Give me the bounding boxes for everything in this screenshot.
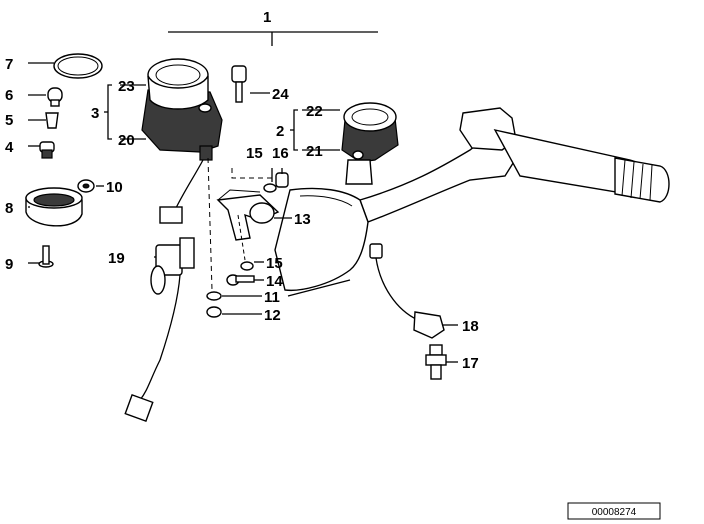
callout-12: 12 bbox=[264, 307, 281, 324]
callout-24: 24 bbox=[272, 86, 289, 103]
callout-15-bottom: 15 bbox=[266, 255, 283, 272]
callout-10: 10 bbox=[106, 179, 123, 196]
callout-9: 9 bbox=[5, 256, 13, 273]
sensor-lead-18 bbox=[369, 243, 445, 339]
callout-3: 3 bbox=[91, 105, 99, 122]
callout-18: 18 bbox=[462, 318, 479, 335]
bulb-holder-5 bbox=[45, 112, 59, 129]
nut-12 bbox=[206, 306, 222, 318]
callout-15-top: 15 bbox=[246, 145, 263, 162]
callout-20: 20 bbox=[118, 132, 135, 149]
handlebar bbox=[274, 107, 670, 292]
screw-9 bbox=[38, 245, 54, 268]
callout-5: 5 bbox=[5, 112, 13, 129]
clip-16 bbox=[275, 172, 289, 188]
callouts: 1 7 6 5 4 8 9 10 3 23 20 24 2 22 21 15 1… bbox=[5, 9, 479, 372]
screw-14 bbox=[226, 274, 255, 286]
housing-cup-8 bbox=[25, 187, 83, 227]
callout-7: 7 bbox=[5, 56, 13, 73]
callout-16: 16 bbox=[272, 145, 289, 162]
dashed-lines bbox=[207, 157, 276, 291]
nut-15-top bbox=[263, 183, 277, 193]
callout-19: 19 bbox=[108, 250, 125, 267]
reference-number-box: 00008274 bbox=[567, 502, 661, 520]
leader-lines bbox=[28, 31, 458, 363]
callout-13: 13 bbox=[294, 211, 311, 228]
callout-1: 1 bbox=[263, 9, 271, 26]
bulb-6 bbox=[47, 87, 63, 107]
callout-21: 21 bbox=[306, 143, 323, 160]
ring-7 bbox=[53, 53, 103, 79]
socket-4 bbox=[39, 141, 55, 159]
callout-22: 22 bbox=[306, 103, 323, 120]
callout-8: 8 bbox=[5, 200, 13, 217]
washer-11 bbox=[206, 291, 222, 301]
callout-14: 14 bbox=[266, 273, 283, 290]
callout-23: 23 bbox=[118, 78, 135, 95]
callout-4: 4 bbox=[5, 139, 14, 156]
callout-17: 17 bbox=[462, 355, 479, 372]
callout-2: 2 bbox=[276, 123, 284, 140]
harness-19 bbox=[124, 237, 195, 423]
callout-11: 11 bbox=[264, 289, 280, 306]
callout-6: 6 bbox=[5, 87, 13, 104]
bracket-13 bbox=[216, 189, 280, 241]
sensor-17 bbox=[425, 344, 447, 380]
nut-10 bbox=[77, 179, 95, 193]
left-instrument bbox=[141, 58, 223, 224]
reference-number: 00008274 bbox=[592, 507, 637, 518]
washer-15 bbox=[240, 261, 254, 271]
right-instrument bbox=[341, 102, 399, 185]
screw-24 bbox=[231, 65, 247, 103]
